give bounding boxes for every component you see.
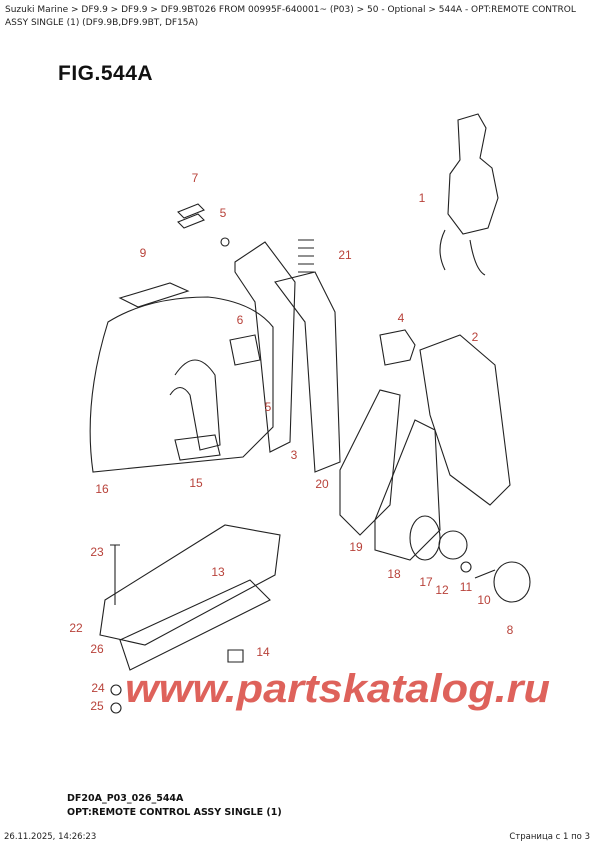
callout-22[interactable]: 22 [69,621,83,635]
callout-1[interactable]: 1 [419,191,426,205]
callout-3[interactable]: 3 [291,448,298,462]
callout-19[interactable]: 19 [349,540,363,554]
callout-17[interactable]: 17 [419,575,433,589]
breadcrumb[interactable]: Suzuki Marine > DF9.9 > DF9.9 > DF9.9BT0… [5,5,576,28]
part-pad-6[interactable] [229,334,261,366]
part-screw-5[interactable] [220,237,230,247]
part-housing-2[interactable] [419,334,511,506]
part-pad-15[interactable] [174,434,221,461]
callout-15[interactable]: 15 [189,476,203,490]
callout-9[interactable]: 9 [140,246,147,260]
callout-7[interactable]: 7 [192,171,199,185]
callout-21[interactable]: 21 [338,248,352,262]
part-arm-18[interactable] [374,419,441,561]
callout-24[interactable]: 24 [91,681,105,695]
part-bolt-23[interactable] [110,544,120,605]
callout-5[interactable]: 5 [220,206,227,220]
callout-11[interactable]: 11 [460,580,473,594]
callout-2[interactable]: 2 [472,330,479,344]
callout-25[interactable]: 25 [90,699,104,713]
part-plate-9[interactable] [118,282,190,308]
callout-23[interactable]: 23 [90,545,104,559]
diagram-code: DF20A_P03_026_544A [67,793,184,804]
part-nut-25[interactable] [110,702,122,714]
part-ring-17[interactable] [409,515,441,561]
print-datetime: 26.11.2025, 14:26:23 [4,832,97,842]
callout-16[interactable]: 16 [95,482,109,496]
callout-10[interactable]: 10 [477,593,491,607]
diagram-caption: OPT:REMOTE CONTROL ASSY SINGLE (1) [67,807,282,818]
part-base[interactable] [99,524,281,671]
callout-14[interactable]: 14 [256,645,270,659]
callout-6[interactable]: 6 [237,313,244,327]
part-spring-21[interactable] [298,239,314,273]
callout-4[interactable]: 4 [398,311,405,325]
part-nut-14[interactable] [227,649,244,663]
callout-26[interactable]: 26 [90,642,104,656]
part-screw-10[interactable] [474,569,496,579]
part-arm-19[interactable] [339,389,401,536]
part-bracket[interactable] [234,241,341,473]
callout-8[interactable]: 8 [507,623,514,637]
page-counter: Страница с 1 по 3 [509,832,590,842]
callout-18[interactable]: 18 [387,567,401,581]
part-clip-7[interactable] [177,203,205,229]
part-knob-4[interactable] [379,329,416,366]
part-washer-11[interactable] [460,561,472,573]
part-cap-8[interactable] [493,561,531,603]
part-plate-12[interactable] [438,530,468,560]
callout-20[interactable]: 20 [315,477,329,491]
figure-title: FIG.544A [58,62,154,85]
watermark: www.partskatalog.ru [125,667,550,711]
callout-12[interactable]: 12 [435,583,449,597]
callout-5[interactable]: 5 [265,400,272,414]
part-remote-control[interactable] [439,113,499,276]
part-cover[interactable] [89,296,274,473]
part-washer-24[interactable] [110,684,122,696]
callout-13[interactable]: 13 [211,565,225,579]
